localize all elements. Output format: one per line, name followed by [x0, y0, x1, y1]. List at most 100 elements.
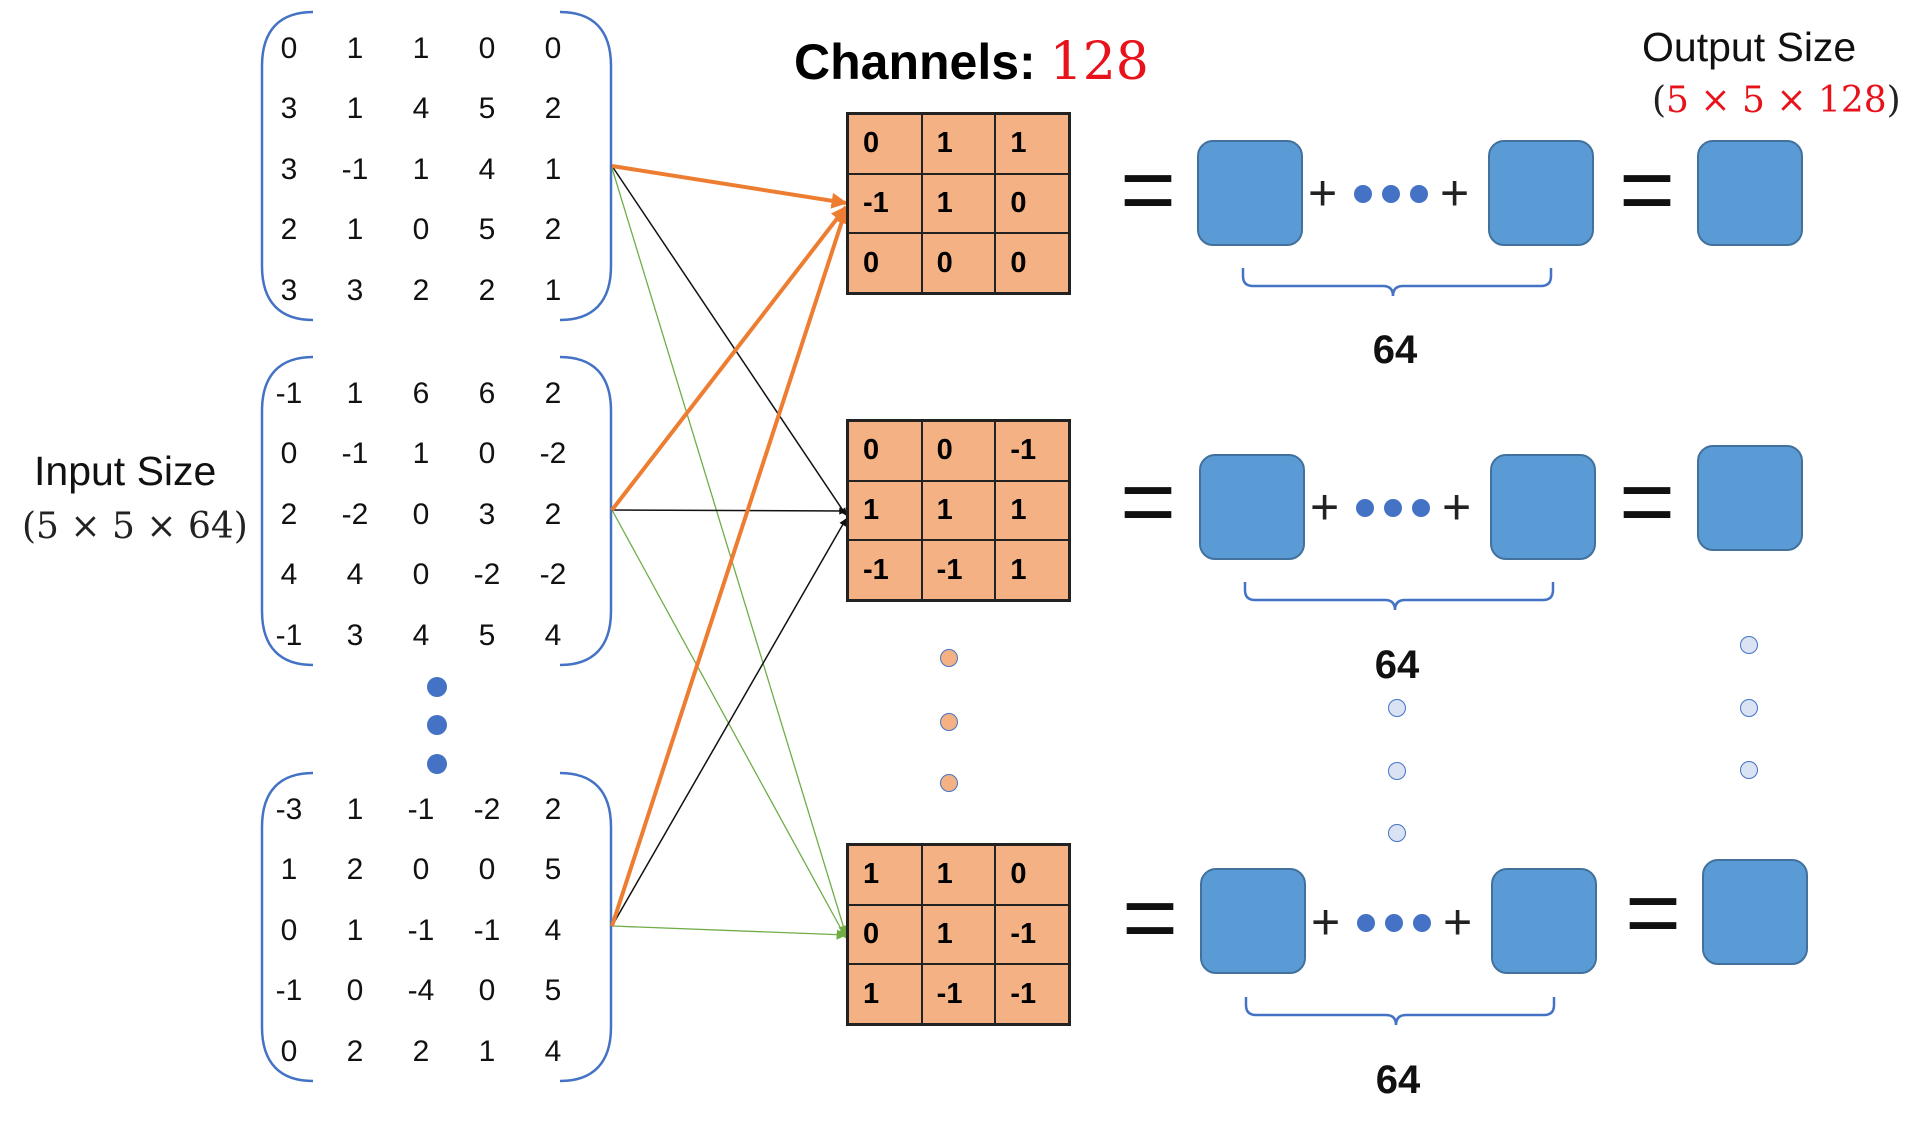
matrix-cell: 2 [346, 1035, 364, 1068]
ellipsis-dot-row-3-b [1385, 914, 1403, 932]
ellipsis-dot-row-3-c [1413, 914, 1431, 932]
ellipsis-dot-kernel-1 [940, 649, 958, 667]
matrix-2-left-paren [260, 355, 314, 667]
arrow-m2-to-k1 [610, 205, 848, 512]
partial-result-last-row-2 [1490, 454, 1596, 560]
arrow-m1-to-k3 [611, 167, 849, 936]
ellipsis-dot-input-1 [427, 677, 447, 697]
matrix-cell: 1 [346, 793, 364, 826]
matrix-cell: 1 [412, 437, 430, 470]
sum-count-row-1: 64 [1372, 328, 1418, 372]
matrix-cell: -2 [473, 793, 501, 826]
matrix-cell: 2 [412, 274, 430, 307]
matrix-cell: 1 [544, 274, 562, 307]
sum-count-row-3: 64 [1375, 1058, 1421, 1102]
matrix-cell: 4 [544, 619, 562, 652]
kernel-cell: 1 [921, 173, 996, 234]
matrix-cell: 2 [544, 793, 562, 826]
kernel-cell: -1 [848, 173, 922, 234]
matrix-cell: 6 [478, 377, 496, 410]
plus-sign-row-1-b: + [1440, 165, 1470, 221]
matrix-cell: 4 [346, 558, 364, 591]
ellipsis-dot-row-1-a [1354, 185, 1372, 203]
kernel-cell: 0 [848, 114, 922, 174]
matrix-cell: 6 [412, 377, 430, 410]
input-size-title: Input Size [34, 448, 217, 494]
equals-sign-row-3: = [1121, 864, 1179, 971]
matrix-cell: -1 [407, 914, 435, 947]
arrow-m3-to-k2 [611, 518, 847, 927]
ellipsis-dot-sum-1 [1388, 699, 1406, 717]
matrix-cell: 0 [478, 32, 496, 65]
kernel-cell: 1 [995, 114, 1069, 174]
matrix-cell: 2 [544, 498, 562, 531]
black-arrows [611, 165, 847, 927]
output-size-title: Output Size [1642, 24, 1857, 70]
ellipsis-dot-row-2-b [1384, 499, 1402, 517]
sum-count-row-2: 64 [1374, 643, 1420, 687]
equals-sign-row-1: = [1119, 136, 1177, 243]
kernel-cell: 1 [848, 845, 922, 905]
output-value-row-3 [1702, 859, 1808, 965]
plus-sign-row-1-a: + [1308, 165, 1338, 221]
ellipsis-dot-output-2 [1740, 699, 1758, 717]
matrix-cell: 0 [280, 914, 298, 947]
matrix-cell: 1 [346, 914, 364, 947]
output-size-open: ( [1652, 80, 1667, 121]
matrix-cell: 5 [478, 213, 496, 246]
matrix-3-right-paren [559, 771, 613, 1083]
kernel-cell: 1 [995, 480, 1069, 541]
kernel-cell: -1 [921, 964, 996, 1024]
matrix-cell: 0 [280, 1035, 298, 1068]
matrix-cell: 1 [346, 213, 364, 246]
matrix-cell: 1 [412, 153, 430, 186]
kernel-cell: 1 [921, 114, 996, 174]
matrix-cell: -1 [473, 914, 501, 947]
kernel-cell: 0 [848, 421, 922, 481]
matrix-cell: 3 [478, 498, 496, 531]
kernel-cell: 1 [921, 904, 996, 965]
arrow-m3-to-k3 [611, 925, 848, 940]
channels-label: Channels: [794, 34, 1036, 90]
input-size-prefix: (5 × 5 × 64 [22, 506, 234, 547]
matrix-cell: 4 [544, 914, 562, 947]
matrix-cell: 2 [544, 213, 562, 246]
matrix-cell: -3 [275, 793, 303, 826]
matrix-cell: 2 [544, 92, 562, 125]
matrix-3-left-paren [260, 771, 314, 1083]
kernel-cell: -1 [995, 904, 1069, 965]
matrix-cell: -2 [341, 498, 369, 531]
kernel-cell: -1 [848, 540, 922, 600]
partial-result-first-row-2 [1199, 454, 1305, 560]
matrix-cell: 5 [478, 619, 496, 652]
ellipsis-dot-kernel-2 [940, 713, 958, 731]
partial-result-first-row-3 [1200, 868, 1306, 974]
arrow-m3-to-k1 [610, 207, 850, 927]
ellipsis-dot-kernel-3 [940, 774, 958, 792]
matrix-cell: 2 [544, 377, 562, 410]
matrix-1-left-paren [260, 10, 314, 322]
partial-result-last-row-1 [1488, 140, 1594, 246]
matrix-cell: -1 [341, 437, 369, 470]
matrix-cell: 2 [280, 498, 298, 531]
channels-count: 128 [1049, 32, 1149, 92]
arrow-m2-to-k2 [611, 507, 847, 515]
matrix-cell: 0 [280, 437, 298, 470]
input-size-dimensions: (5 × 5 × 64) [22, 506, 248, 547]
output-value-row-1 [1697, 140, 1803, 246]
kernel-cell: 0 [921, 233, 996, 293]
ellipsis-dot-row-3-a [1357, 914, 1375, 932]
input-matrix-brackets [260, 10, 613, 1083]
brace-row-1 [1241, 268, 1553, 297]
kernel-cell: 0 [995, 233, 1069, 293]
matrix-cell: 3 [280, 153, 298, 186]
arrow-m1-to-k1 [611, 164, 848, 209]
matrix-cell: 4 [412, 619, 430, 652]
kernel-cell: 0 [995, 845, 1069, 905]
equals-sign-row-2-output: = [1618, 448, 1676, 555]
matrix-cell: 3 [346, 619, 364, 652]
matrix-cell: 3 [280, 92, 298, 125]
matrix-cell: 1 [478, 1035, 496, 1068]
